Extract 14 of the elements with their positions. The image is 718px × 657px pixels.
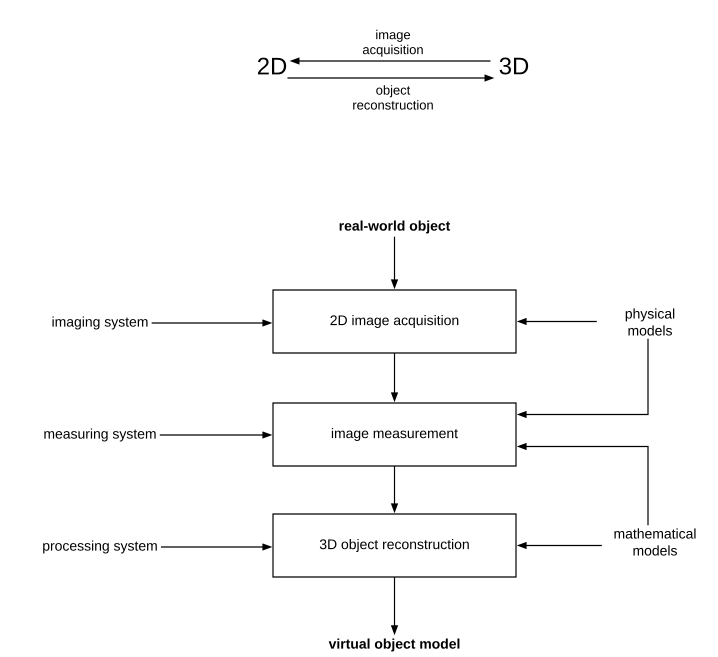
process-box: 3D object reconstruction — [272, 513, 517, 578]
input-label: processing system — [43, 540, 157, 554]
input-label: measuring system — [44, 428, 156, 442]
process-box: 2D image acquisition — [272, 289, 517, 354]
input-label: imaging system — [52, 316, 148, 330]
process-box: image measurement — [272, 402, 517, 467]
edge-label: object reconstruction — [353, 85, 433, 110]
endpoint-label: virtual object model — [328, 638, 460, 652]
endpoint-label: real-world object — [340, 220, 450, 234]
input-label: mathematical models — [614, 528, 696, 556]
dimension-label: 2D — [258, 58, 286, 74]
input-label: physical models — [626, 308, 674, 336]
edge-label: image acquisition — [362, 30, 423, 57]
dimension-label: 3D — [500, 58, 528, 74]
